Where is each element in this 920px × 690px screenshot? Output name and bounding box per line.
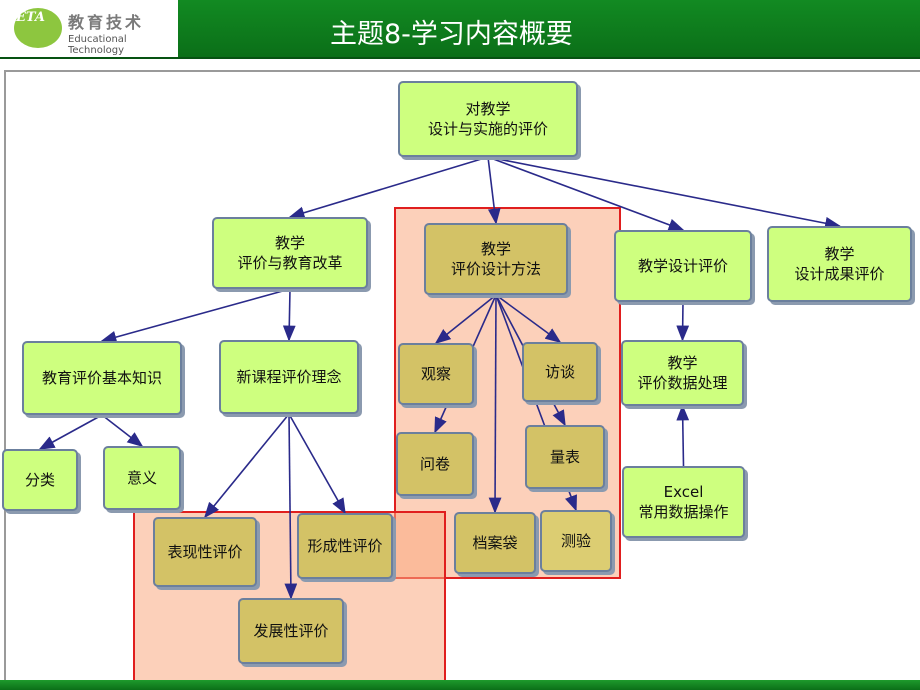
content-frame — [4, 70, 920, 680]
node-reform: 教学 评价与教育改革 — [212, 217, 368, 289]
node-test: 测验 — [540, 510, 612, 572]
connector-root-method — [487, 156, 501, 225]
connector-concept-formative — [288, 413, 346, 515]
node-portfolio: 档案袋 — [454, 512, 536, 574]
node-questionnaire: 问卷 — [396, 432, 474, 496]
node-interview: 访谈 — [522, 342, 598, 402]
page-title: 主题8-学习内容概要 — [330, 19, 573, 50]
node-method: 教学 评价设计方法 — [424, 223, 568, 295]
node-meaning: 意义 — [103, 446, 181, 510]
node-outcome-eval: 教学 设计成果评价 — [767, 226, 912, 302]
node-scale: 量表 — [525, 425, 605, 489]
connector-root-outcome_eval — [487, 156, 842, 230]
node-classify: 分类 — [2, 449, 78, 511]
connector-excel-data_processing — [676, 404, 690, 467]
logo-english-text: Educational Technology — [68, 34, 127, 56]
connector-method-portfolio — [488, 294, 502, 514]
connector-concept-performance — [203, 413, 290, 519]
connector-root-design_eval — [487, 156, 685, 231]
node-observe: 观察 — [398, 343, 474, 405]
node-developmental: 发展性评价 — [238, 598, 344, 664]
node-basics: 教育评价基本知识 — [22, 341, 182, 415]
node-root: 对教学 设计与实施的评价 — [398, 81, 578, 157]
node-concept: 新课程评价理念 — [219, 340, 359, 414]
connector-root-reform — [288, 156, 489, 219]
node-formative: 形成性评价 — [297, 513, 393, 579]
logo-chinese-text: 教育技术 — [68, 13, 145, 32]
connector-method-observe — [434, 294, 497, 344]
logo-mark-text: ETA — [16, 10, 45, 25]
connector-concept-developmental — [284, 413, 298, 600]
connector-design_eval-data_processing — [676, 301, 690, 342]
connector-reform-concept — [282, 288, 296, 342]
node-performance: 表现性评价 — [153, 517, 257, 587]
node-design-eval: 教学设计评价 — [614, 230, 752, 302]
connector-method-interview — [495, 294, 562, 343]
logo: ETA 教育技术 Educational Technology — [0, 0, 178, 57]
header-bar: ETA 教育技术 Educational Technology 主题8-学习内容… — [0, 0, 920, 59]
logo-mark-icon — [14, 8, 62, 48]
connector-basics-meaning — [101, 414, 144, 447]
connector-reform-basics — [100, 288, 291, 344]
footer-bar — [0, 680, 920, 690]
connector-basics-classify — [38, 414, 103, 450]
node-excel: Excel 常用数据操作 — [622, 466, 745, 538]
node-data-processing: 教学 评价数据处理 — [621, 340, 744, 406]
